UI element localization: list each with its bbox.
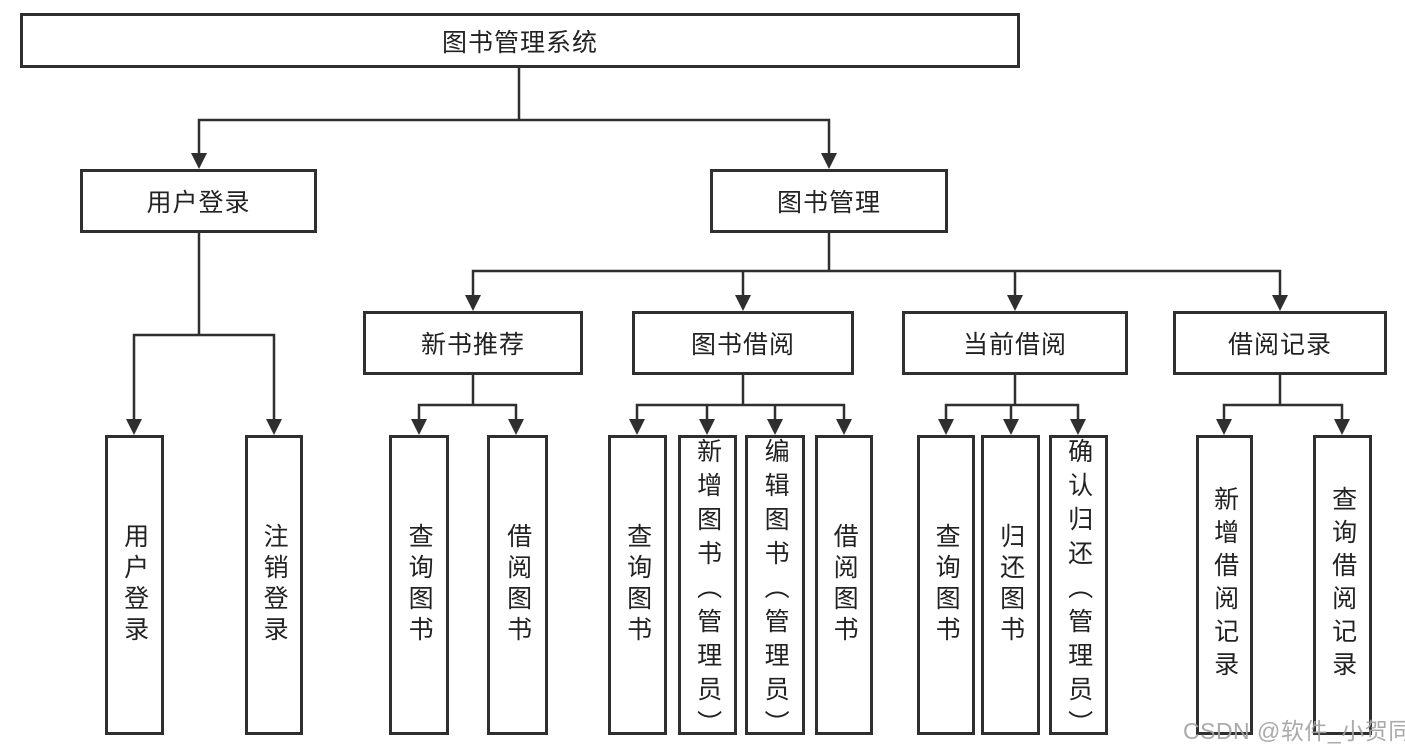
leaf-label: 查询图书 [623,523,652,647]
leaf-edit-books-admin: 编辑图书（管理员） [745,435,805,744]
leaf-label: 新增图书（管理员） [693,438,722,744]
leaf-add-books-admin: 新增图书（管理员） [678,435,737,744]
leaf-query-books-borrow: 查询图书 [608,435,667,735]
node-new-book-recommend: 新书推荐 [363,311,583,375]
leaf-label: 查询借阅记录 [1328,486,1357,684]
node-user-login: 用户登录 [80,169,317,233]
leaf-label: 查询图书 [932,523,961,647]
csdn-watermark: CSDN @软件_小贺同学 [1183,718,1405,744]
leaf-label: 用户登录 [120,523,149,647]
node-root: 图书管理系统 [20,13,1020,68]
tree-edges [132,66,1344,423]
leaf-confirm-return-admin: 确认归还（管理员） [1049,435,1108,744]
leaf-query-books-recommend: 查询图书 [389,435,449,735]
node-book-borrow: 图书借阅 [632,311,854,375]
node-book-management: 图书管理 [710,169,948,233]
leaf-borrow-books: 借阅图书 [815,435,873,735]
node-borrow-records: 借阅记录 [1173,311,1387,375]
leaf-query-borrow-record: 查询借阅记录 [1313,435,1372,735]
leaf-label: 新增借阅记录 [1210,486,1239,684]
leaf-add-borrow-record: 新增借阅记录 [1196,435,1253,735]
leaf-label: 编辑图书（管理员） [761,438,790,744]
leaf-label: 确认归还（管理员） [1064,438,1093,744]
leaf-label: 借阅图书 [503,523,532,647]
node-current-borrow: 当前借阅 [902,311,1128,375]
leaf-return-books: 归还图书 [981,435,1040,735]
leaf-label: 查询图书 [405,523,434,647]
leaf-label: 归还图书 [996,523,1025,647]
leaf-label: 借阅图书 [830,523,859,647]
leaf-label: 注销登录 [260,523,289,647]
leaf-borrow-books-recommend: 借阅图书 [487,435,548,735]
leaf-logout: 注销登录 [245,435,303,735]
leaf-user-login: 用户登录 [105,435,164,735]
leaf-query-books-current: 查询图书 [917,435,975,735]
